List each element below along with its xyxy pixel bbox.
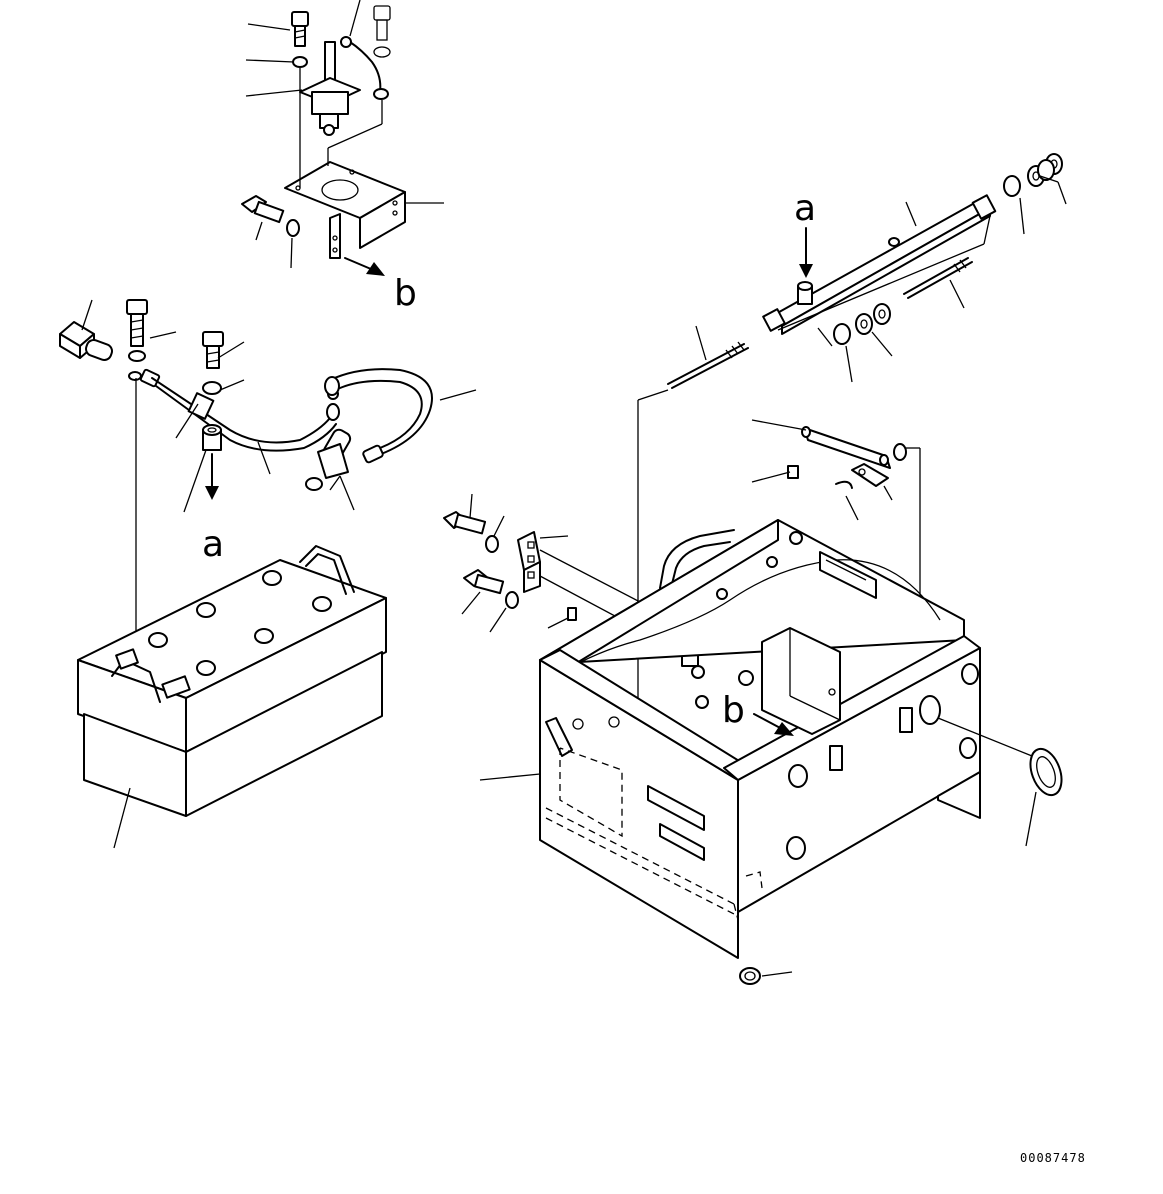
battery-switch-assembly: b	[241, 0, 444, 314]
terminal-boots	[305, 428, 352, 491]
battery-switch	[299, 41, 361, 136]
hold-down-assembly: a	[637, 153, 1067, 790]
battery	[77, 545, 387, 849]
drawing-number: 00087478	[1020, 1151, 1086, 1165]
battery-box: b	[479, 519, 981, 959]
switch-bracket	[284, 161, 406, 259]
grommet-large	[937, 717, 1063, 847]
ground-strap	[340, 5, 391, 100]
grommet-small	[739, 967, 793, 985]
short-cable	[128, 368, 340, 452]
switch-bolt	[291, 11, 309, 47]
callout-b-start: b	[394, 273, 417, 314]
callout-a-end: a	[202, 524, 224, 565]
terminal-cap	[59, 321, 113, 361]
arrow-b-start	[344, 257, 385, 276]
callout-a-start: a	[794, 188, 816, 229]
spacer	[202, 424, 222, 451]
cable-assembly: a	[59, 299, 477, 660]
switch-washer	[292, 56, 308, 68]
terminal-bolt-2	[202, 331, 224, 395]
long-cable	[324, 368, 433, 464]
arrow-a-start	[799, 227, 813, 278]
bracket-bolt	[241, 195, 300, 237]
terminal-bolt-1	[126, 299, 148, 362]
arrow-a-end	[205, 453, 219, 500]
arrow-b-end	[753, 713, 794, 736]
callout-b-end: b	[722, 690, 745, 731]
